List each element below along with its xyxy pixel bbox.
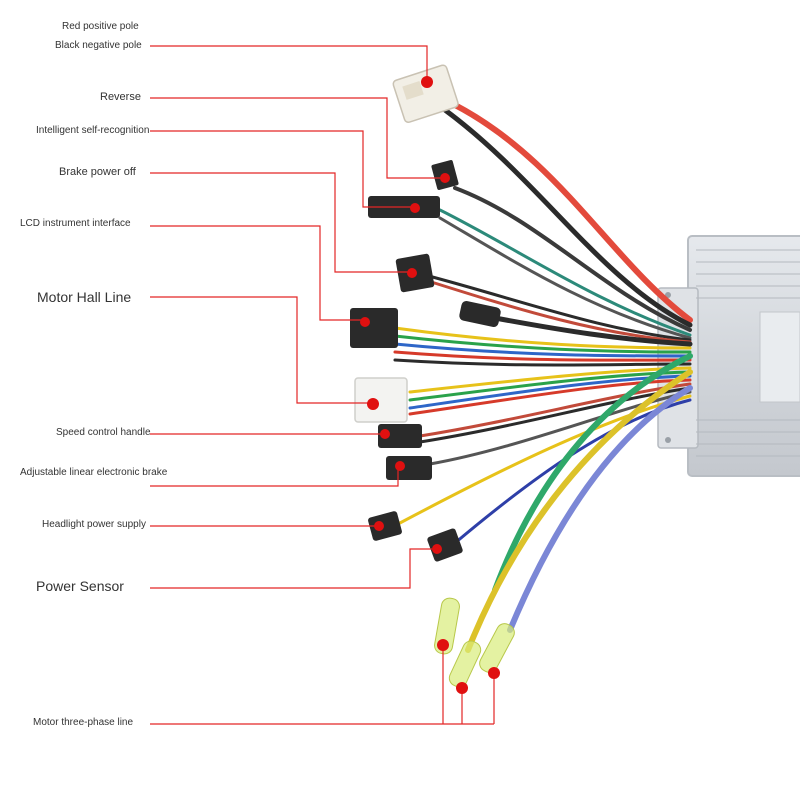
leader-hall [150,296,373,404]
speed-connector [378,424,422,448]
label-red-positive: Red positive pole [62,21,139,32]
label-power-sensor: Power Sensor [36,578,124,594]
wire-bundle [393,102,693,653]
marker-headlight [374,521,384,531]
marker-brake-power-off [407,268,417,278]
headlight-connector [368,511,402,541]
marker-sensor [432,544,442,554]
hall-heatshrink [459,300,501,328]
label-linear-brake: Adjustable linear electronic brake [20,467,168,478]
hall-connector [350,308,398,348]
leader-power-sensor [150,548,437,589]
leader-self-recognition [150,130,415,208]
power-connector [392,64,459,124]
linear-brake-connector [386,456,432,480]
phase-terminals [434,597,515,688]
marker-self-recognition [410,203,420,213]
marker-hall [367,398,379,410]
leader-brake-power-off [150,172,410,273]
label-motor-hall-line: Motor Hall Line [37,289,132,305]
sensor-connector [427,528,463,562]
label-reverse: Reverse [100,91,141,103]
marker-linear-brake [395,461,405,471]
label-headlight: Headlight power supply [42,519,146,530]
marker-reverse [440,173,450,183]
marker-power [421,76,433,88]
label-black-negative: Black negative pole [55,40,142,51]
marker-lcd [360,317,370,327]
connectors [350,64,515,688]
leader-reverse [150,97,442,179]
markers [360,76,500,694]
marker-speed [380,429,390,439]
label-lcd-interface: LCD instrument interface [20,218,131,229]
white-connector [354,377,408,423]
label-brake-power-off: Brake power off [59,166,136,178]
label-speed-control: Speed control handle [56,427,151,438]
leader-black-negative [150,45,428,82]
marker-phase-2 [456,682,468,694]
leader-linear-brake [150,466,399,487]
label-self-recognition: Intelligent self-recognition [36,125,150,136]
label-three-phase: Motor three-phase line [33,717,134,728]
leader-lines [150,45,495,725]
marker-phase-1 [437,639,449,651]
leader-lcd [150,225,365,321]
marker-phase-3 [488,667,500,679]
